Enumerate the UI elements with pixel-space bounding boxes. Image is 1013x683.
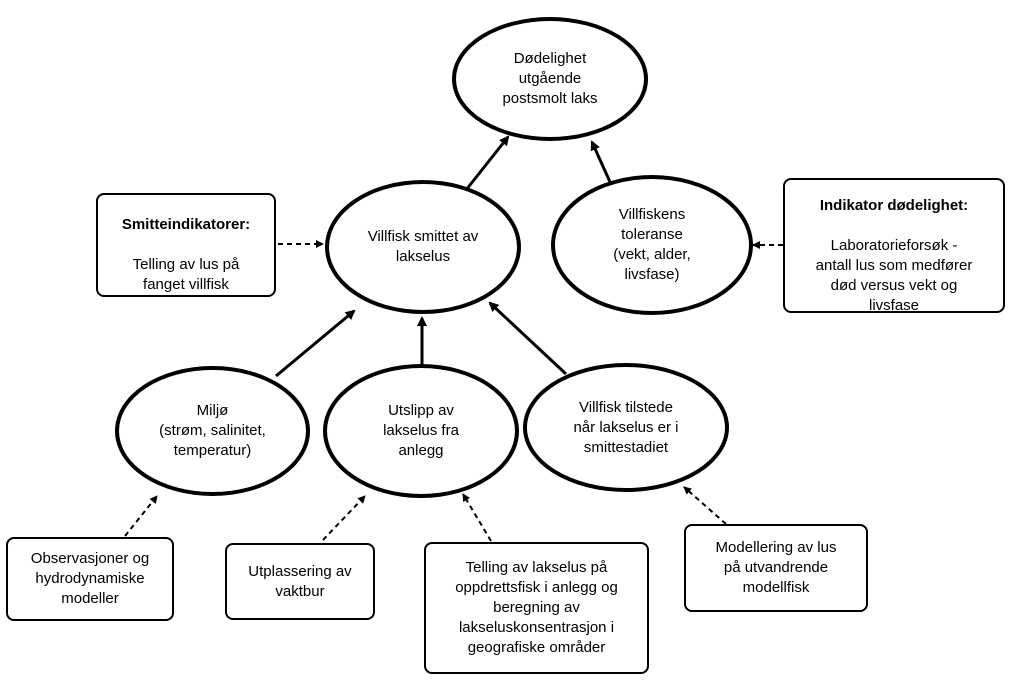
dashed-arrow-modelling [683, 486, 727, 525]
observations-text: Observasjoner og hydrodynamiske modeller [30, 550, 150, 607]
mortality-indicator-title: Indikator dødelighet: [819, 196, 969, 214]
node-presence-label: Villfisk tilstede når lakselus er i smit… [573, 398, 679, 456]
node-infected: Villfisk smittet av lakselus [325, 180, 521, 314]
dashed-arrow-lice-counting [462, 493, 492, 542]
infection-indicators-title: Smitteindikatorer: [121, 216, 251, 233]
arrow-infected-to-mortality [464, 135, 510, 191]
node-discharge: Utslipp av lakselus fra anlegg [323, 364, 519, 498]
mortality-indicator-text: Laboratorieforsøk - antall lus som medfø… [815, 236, 973, 314]
node-tolerance: Villfiskens toleranse (vekt, alder, livs… [551, 175, 753, 315]
box-mortality-indicator: Indikator dødelighet: Laboratorieforsøk … [783, 178, 1005, 314]
modelling-text: Modellering av lus på utvandrende modell… [715, 539, 837, 596]
box-infection-indicators: Smitteindikatorer: Telling av lus på fan… [96, 193, 276, 297]
node-tolerance-label: Villfiskens toleranse (vekt, alder, livs… [613, 206, 691, 283]
lice-counting-text: Telling av lakselus på oppdrettsfisk i a… [455, 559, 618, 656]
node-mortality: Dødelighet utgående postsmolt laks [452, 17, 648, 141]
box-lice-counting: Telling av lakselus på oppdrettsfisk i a… [424, 542, 649, 674]
arrow-environment-to-infected [275, 309, 356, 378]
box-observations: Observasjoner og hydrodynamiske modeller [6, 537, 174, 621]
arrow-tolerance-to-mortality [590, 140, 612, 183]
node-discharge-label: Utslipp av lakselus fra anlegg [383, 402, 459, 459]
node-presence: Villfisk tilstede når lakselus er i smit… [523, 363, 729, 492]
node-environment: Miljø (strøm, salinitet, temperatur) [115, 366, 310, 496]
dashed-arrow-observations [124, 495, 158, 537]
node-mortality-label: Dødelighet utgående postsmolt laks [502, 50, 598, 107]
node-infected-label: Villfisk smittet av lakselus [367, 228, 479, 265]
arrow-presence-to-infected [488, 301, 568, 376]
node-environment-label: Miljø (strøm, salinitet, temperatur) [159, 402, 266, 459]
box-cages: Utplassering av vaktbur [225, 543, 375, 620]
infection-indicators-text: Telling av lus på fanget villfisk [132, 256, 240, 293]
cages-text: Utplassering av vaktbur [248, 562, 352, 600]
box-modelling: Modellering av lus på utvandrende modell… [684, 524, 868, 612]
dashed-arrow-cages [322, 495, 366, 541]
